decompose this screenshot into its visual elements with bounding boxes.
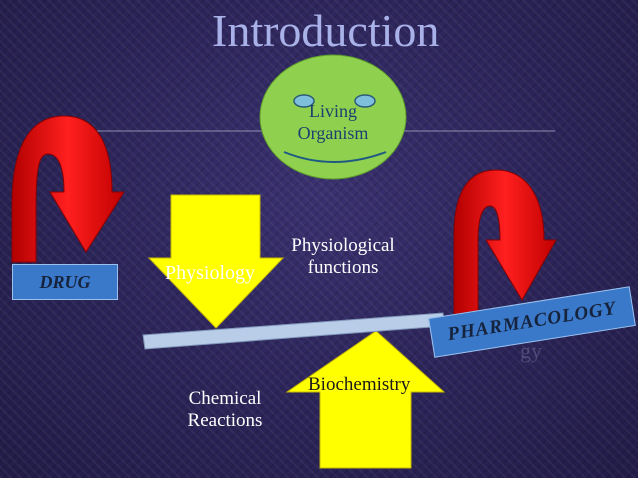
biochemistry-up-arrow-icon [285, 330, 446, 469]
smile-icon [283, 151, 387, 163]
biochemistry-label: Biochemistry [308, 374, 411, 395]
pharmacology-curved-arrow-icon [453, 169, 557, 319]
ghost-text: gy [520, 338, 542, 363]
physiology-down-arrow-icon [147, 194, 285, 329]
slide-title: Introduction [212, 5, 440, 56]
left-eye-icon [293, 94, 315, 108]
drug-label-box: DRUG [12, 264, 118, 300]
living-organism-circle [259, 54, 407, 180]
physiology-label: Physiology [165, 262, 256, 284]
right-eye-icon [354, 94, 376, 108]
living-organism-label: Living Organism [297, 101, 369, 143]
chemical-reactions-label: Chemical Reactions [187, 388, 263, 431]
balance-beam [142, 312, 446, 350]
physiological-functions-label: Physiological functions [291, 235, 395, 278]
drug-curved-arrow-icon [11, 115, 125, 263]
